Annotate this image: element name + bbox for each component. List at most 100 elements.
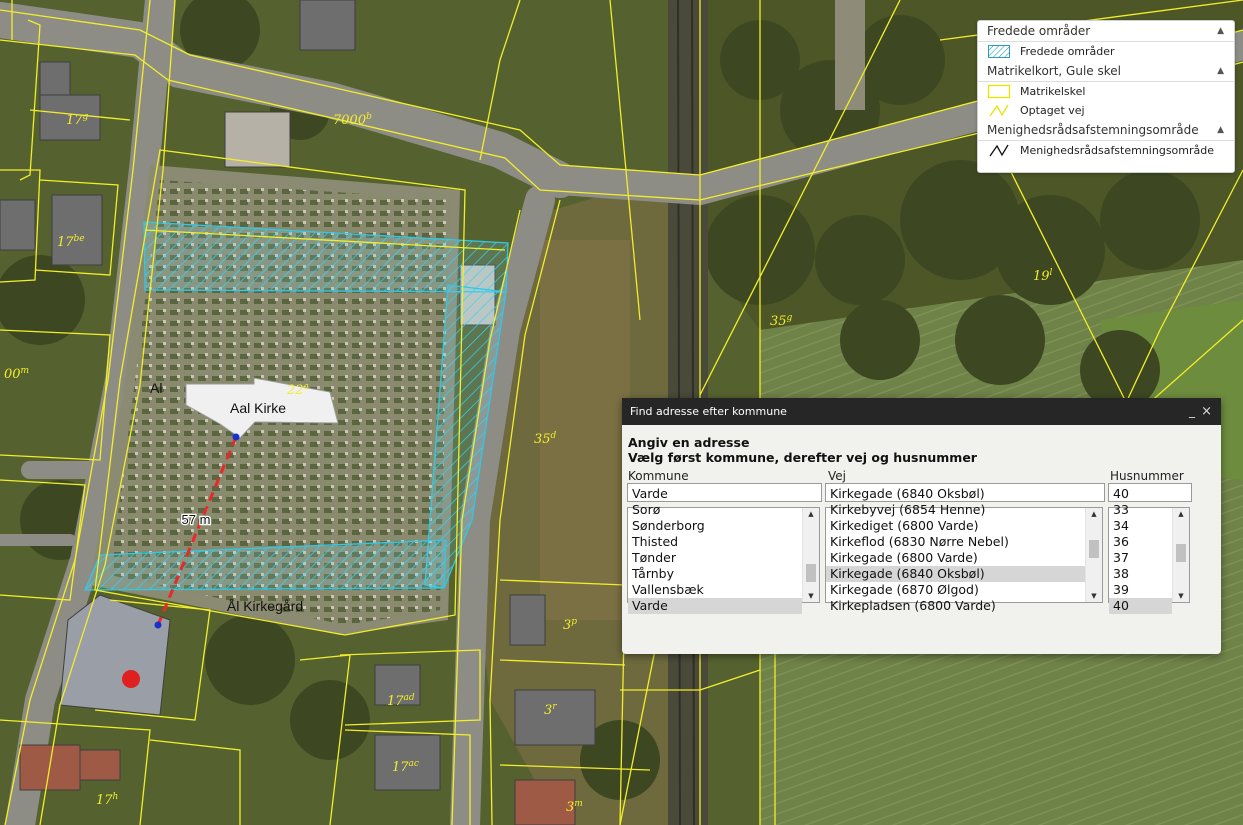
parcel-number: 3: [563, 618, 571, 633]
kommune-option[interactable]: Tønder: [632, 550, 676, 565]
hatch-symbol-icon: [988, 45, 1010, 58]
kommune-option[interactable]: Tårnby: [632, 566, 675, 581]
legend-item-label: Menighedsrådsafstemningsområde: [1020, 144, 1215, 157]
legend-item-label: Fredede områder: [1020, 45, 1115, 58]
black-line-symbol-icon: [989, 144, 1009, 157]
legend-section-header[interactable]: Menighedsrådsafstemningsområde ▲: [978, 120, 1234, 141]
vej-option[interactable]: Kirkebyvej (6854 Henne): [830, 502, 986, 517]
yellow-line-symbol-icon: [989, 104, 1009, 117]
parcel-number-label: 3r: [544, 702, 557, 718]
kommune-list-scrollbar[interactable]: ▲ ▼: [802, 508, 819, 602]
scroll-down-icon[interactable]: ▼: [808, 592, 814, 600]
vej-option[interactable]: Kirkediget (6800 Varde): [830, 518, 979, 533]
scroll-up-icon[interactable]: ▲: [1091, 510, 1097, 518]
dialog-title: Find adresse efter kommune: [630, 405, 787, 418]
map-legend: Fredede områder ▲ Fredede områder Matrik…: [977, 20, 1235, 173]
parcel-letter: h: [113, 792, 119, 802]
kommune-option[interactable]: Vallensbæk: [632, 582, 704, 597]
husnummer-option[interactable]: 36: [1113, 534, 1129, 549]
kommune-label: Kommune: [628, 469, 689, 483]
parcel-letter: a: [304, 382, 309, 392]
parcel-number: 3: [544, 703, 552, 718]
parcel-number: 17: [387, 694, 404, 709]
husnummer-option[interactable]: 33: [1113, 502, 1129, 517]
legend-item: Menighedsrådsafstemningsområde: [978, 141, 1234, 160]
kommune-input[interactable]: Varde: [627, 483, 822, 502]
collapse-caret-icon[interactable]: ▲: [1217, 26, 1224, 36]
vej-option[interactable]: Kirkegade (6800 Varde): [830, 550, 978, 565]
legend-section-title: Matrikelkort, Gule skel: [987, 64, 1121, 78]
parcel-letter: g: [787, 313, 793, 323]
kommune-option[interactable]: Sorø: [632, 502, 661, 517]
parcel-number: 17: [57, 235, 74, 250]
parcel-number-label: 17ad: [387, 693, 415, 709]
parcel-letter: d: [551, 431, 557, 441]
husnummer-list-scrollbar[interactable]: ▲ ▼: [1172, 508, 1189, 602]
legend-section-title: Menighedsrådsafstemningsområde: [987, 123, 1199, 137]
husnummer-option[interactable]: 34: [1113, 518, 1129, 533]
kommune-option[interactable]: Sønderborg: [632, 518, 705, 533]
parcel-letter: ad: [404, 693, 415, 703]
kommune-option[interactable]: Varde: [628, 598, 802, 614]
church-label-left: Al: [150, 380, 162, 396]
distance-measure: [154, 433, 240, 629]
dialog-titlebar[interactable]: Find adresse efter kommune _ ×: [622, 398, 1221, 425]
vej-label: Vej: [828, 469, 846, 483]
legend-item-label: Optaget vej: [1020, 104, 1085, 117]
close-icon[interactable]: ×: [1201, 404, 1212, 419]
scroll-thumb[interactable]: [806, 564, 816, 582]
parcel-number: 7000: [333, 113, 366, 128]
scroll-up-icon[interactable]: ▲: [1178, 510, 1184, 518]
church-label: Aal Kirke: [230, 400, 286, 416]
parcel-number: 35: [770, 314, 787, 329]
husnummer-option[interactable]: 38: [1113, 566, 1129, 581]
legend-section-title: Fredede områder: [987, 24, 1091, 38]
parcel-letter: m: [574, 799, 583, 809]
vej-option[interactable]: Kirkepladsen (6800 Varde): [830, 598, 996, 613]
vej-list[interactable]: Kirkebyvej (6854 Henne)Kirkediget (6800 …: [825, 502, 1103, 613]
minimize-icon[interactable]: _: [1189, 404, 1195, 418]
husnummer-option[interactable]: 40: [1109, 598, 1172, 614]
parcel-letter: g: [83, 112, 89, 122]
collapse-caret-icon[interactable]: ▲: [1217, 125, 1224, 135]
legend-item-label: Matrikelskel: [1020, 85, 1086, 98]
dialog-subheading: Vælg først kommune, derefter vej og husn…: [628, 450, 977, 465]
parcel-number-label: 17h: [96, 792, 118, 808]
parcel-number: 22: [286, 383, 304, 398]
distance-label: 57 m: [182, 512, 211, 527]
husnummer-option[interactable]: 37: [1113, 550, 1129, 565]
kommune-option[interactable]: Thisted: [632, 534, 679, 549]
parcel-letter: m: [21, 366, 30, 376]
scroll-up-icon[interactable]: ▲: [808, 510, 814, 518]
legend-item: Matrikelskel: [978, 82, 1234, 101]
parcel-letter: ac: [409, 759, 419, 769]
husnummer-option[interactable]: 39: [1113, 582, 1129, 597]
parcel-number: 19: [1033, 269, 1050, 284]
parcel-number-label: 22a: [286, 382, 309, 398]
scroll-thumb[interactable]: [1089, 540, 1099, 558]
vej-input[interactable]: Kirkegade (6840 Oksbøl): [825, 483, 1105, 502]
vej-option[interactable]: Kirkegade (6840 Oksbøl): [826, 566, 1085, 582]
legend-item: Fredede områder: [978, 42, 1234, 61]
collapse-caret-icon[interactable]: ▲: [1217, 66, 1224, 76]
parcel-letter: be: [74, 234, 85, 244]
vej-option[interactable]: Kirkegade (6870 Ølgod): [830, 582, 979, 597]
scroll-down-icon[interactable]: ▼: [1091, 592, 1097, 600]
parcel-number-label: 7000b: [333, 112, 372, 128]
scroll-thumb[interactable]: [1176, 544, 1186, 562]
vej-list-scrollbar[interactable]: ▲ ▼: [1085, 508, 1102, 602]
parcel-number-label: 17ac: [392, 759, 419, 775]
scroll-down-icon[interactable]: ▼: [1178, 592, 1184, 600]
parcel-letter: l: [1050, 268, 1053, 278]
vej-option[interactable]: Kirkeflod (6830 Nørre Nebel): [830, 534, 1009, 549]
parcel-number-label: 3m: [566, 799, 583, 815]
parcel-number: 00: [4, 367, 21, 382]
parcel-number-label: 3p: [563, 617, 577, 633]
legend-section-header[interactable]: Matrikelkort, Gule skel ▲: [978, 61, 1234, 82]
husnummer-input[interactable]: 40: [1108, 483, 1192, 502]
parcel-number-label: 35g: [770, 313, 793, 329]
legend-section-header[interactable]: Fredede områder ▲: [978, 21, 1234, 42]
parcel-number: 35: [534, 432, 551, 447]
